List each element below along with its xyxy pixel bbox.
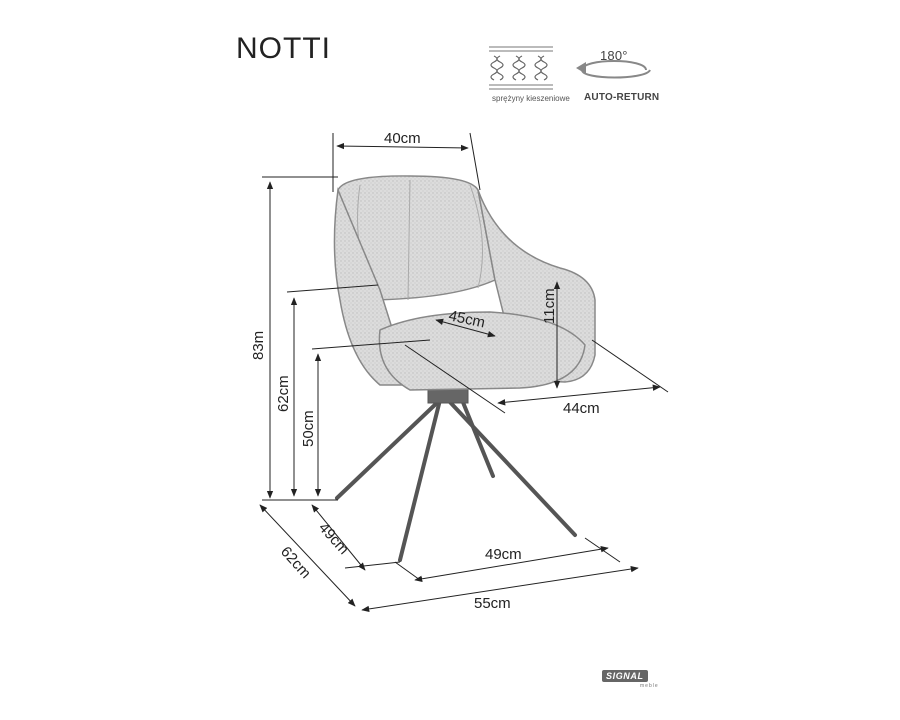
total-depth-label: 62cm [277,543,314,582]
chair-seat [378,311,586,391]
brand-logo: SIGNAL [602,670,648,682]
total-width-label: 55cm [474,595,511,612]
back-width-dimension [336,142,469,152]
product-title: NOTTI [236,32,331,65]
rotation-degrees-label: 180° [600,48,628,63]
total-width-dimension [361,565,639,613]
auto-return-label: AUTO-RETURN [584,92,660,103]
chair-illustration [333,175,596,562]
seat-height-label: 50cm [300,410,317,447]
rotation-180-icon [576,60,651,79]
seat-depth-dimension [435,318,496,338]
chair-legs [335,384,577,562]
seat-width-label: 44cm [563,400,600,417]
base-width-label: 49cm [485,546,522,563]
chair-backrest [337,175,496,301]
armrest-height-label: 62cm [275,375,292,412]
back-width-label: 40cm [384,130,421,147]
brand-logo-sub: meble [640,683,659,689]
seat-width-dimension [497,384,661,406]
total-height-label: 83m [250,331,267,360]
pocket-springs-icon [489,46,553,90]
springs-caption: sprężyny kieszeniowe [492,94,570,103]
base-depth-label: 49cm [315,519,352,558]
armrest-rise-label: 11cm [541,288,558,324]
total-depth-dimension [259,504,356,607]
